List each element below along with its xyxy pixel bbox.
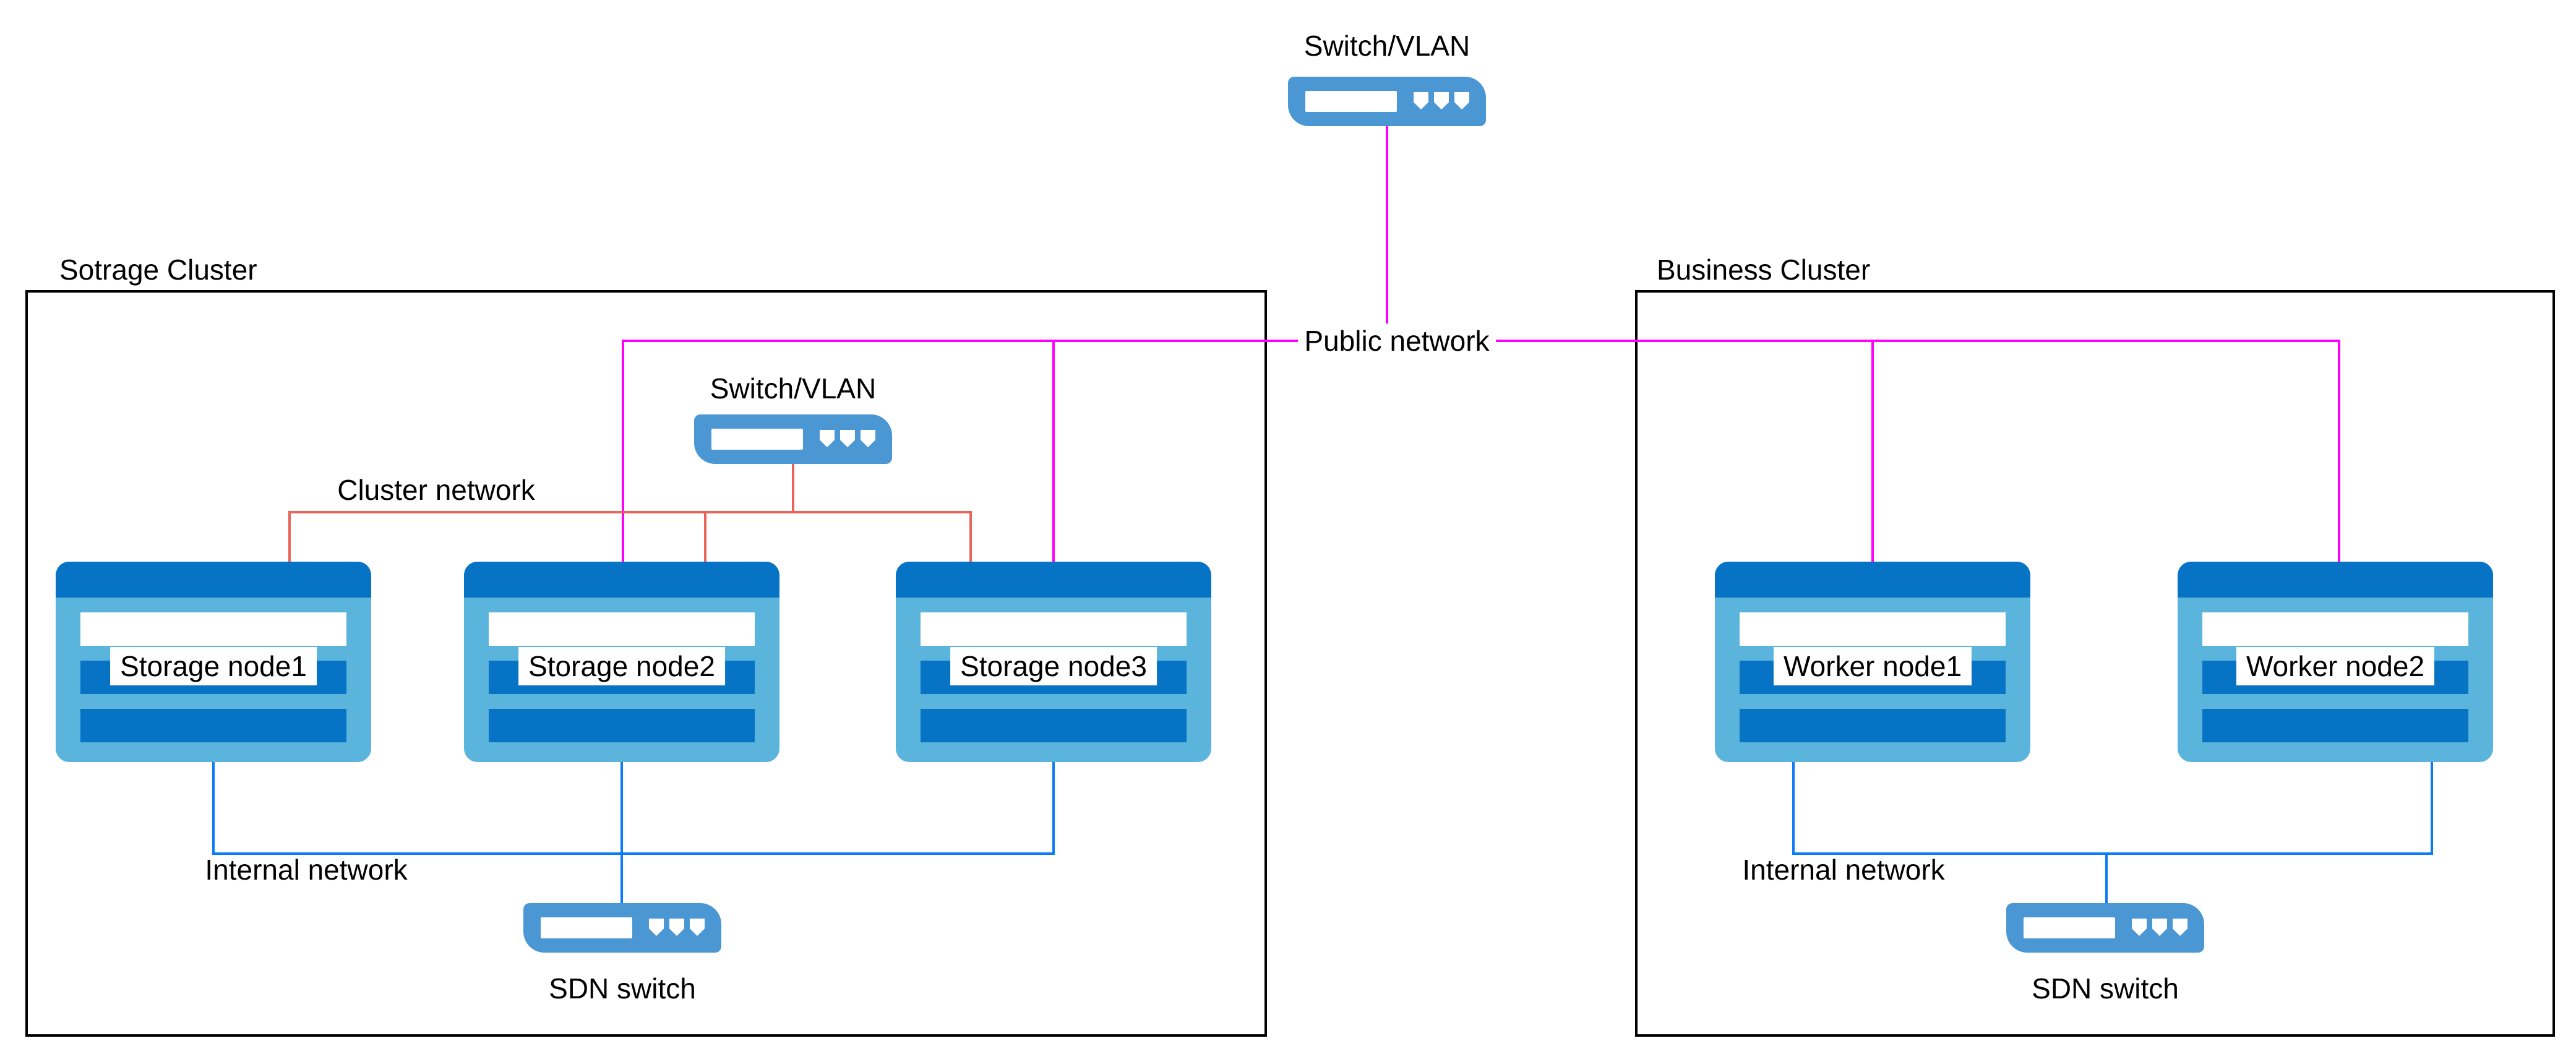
cluster-network-label: Cluster network [337, 474, 535, 506]
public-network-label: Public network [1298, 324, 1496, 358]
server-slot [1740, 612, 2006, 646]
server-slot [80, 612, 346, 646]
storage-node3: Storage node3 [896, 562, 1211, 762]
switch-port-icon [2132, 919, 2147, 936]
worker-node1-label: Worker node1 [1773, 647, 1972, 685]
public-network-line-top-drop [1386, 126, 1388, 342]
switch-port-icon [649, 919, 664, 936]
switch-port-icon [820, 430, 835, 447]
internal-network-business-drop-node1 [1792, 761, 1795, 855]
internal-network-storage-drop-node2-sdn [620, 761, 623, 904]
internal-network-storage-horizontal [212, 852, 1055, 855]
switch-screen [1305, 91, 1397, 112]
switch-port-icon [2152, 919, 2167, 936]
business-sdn-switch-label: SDN switch [2032, 972, 2179, 1005]
business-sdn-switch-icon [2006, 903, 2204, 953]
server-slot [921, 709, 1187, 742]
internal-network-storage-drop-node3 [1052, 761, 1055, 855]
top-switch-icon [1288, 77, 1486, 126]
cluster-network-drop-storage-node1 [288, 511, 291, 564]
public-network-drop-worker-node2 [2338, 340, 2340, 564]
storage-node2-label: Storage node2 [518, 647, 725, 685]
cluster-network-drop-storage-node3 [969, 511, 972, 564]
server-slot [489, 612, 755, 646]
storage-node3-label: Storage node3 [950, 647, 1157, 685]
public-network-drop-storage-node3 [1052, 340, 1055, 564]
cluster-network-line-horizontal [288, 511, 972, 513]
business-internal-network-label: Internal network [1742, 854, 1945, 886]
worker-node2: Worker node2 [2178, 562, 2493, 762]
server-slot [80, 709, 346, 742]
public-network-drop-storage-node2 [622, 340, 624, 564]
storage-internal-network-label: Internal network [205, 854, 408, 886]
storage-node2: Storage node2 [464, 562, 779, 762]
switch-port-icon [840, 430, 855, 447]
top-switch-label: Switch/VLAN [1303, 30, 1470, 62]
storage-switch-icon [694, 414, 892, 464]
switch-port-icon [1414, 92, 1428, 109]
storage-node1-label: Storage node1 [110, 647, 317, 685]
server-slot [2202, 612, 2468, 646]
storage-switch-label: Switch/VLAN [710, 372, 877, 405]
switch-port-icon [669, 919, 684, 936]
server-header [2178, 562, 2493, 598]
switch-port-icon [861, 430, 875, 447]
switch-port-icon [2173, 919, 2187, 936]
storage-sdn-switch-label: SDN switch [549, 972, 696, 1005]
switch-screen [711, 429, 803, 450]
internal-network-storage-drop-node1 [212, 761, 215, 855]
server-header [56, 562, 371, 598]
storage-sdn-switch-icon [523, 903, 721, 953]
cluster-network-riser-switch [792, 463, 794, 512]
switch-screen [2024, 917, 2115, 938]
business-cluster-title: Business Cluster [1657, 254, 1871, 286]
server-slot [489, 709, 755, 742]
storage-node1: Storage node1 [56, 562, 371, 762]
server-header [1715, 562, 2030, 598]
server-header [464, 562, 779, 598]
server-slot [2202, 709, 2468, 742]
server-slot [1740, 709, 2006, 742]
switch-port-icon [1434, 92, 1449, 109]
switch-screen [541, 917, 632, 938]
storage-cluster-box [25, 290, 1267, 1037]
switch-port-icon [1454, 92, 1469, 109]
storage-cluster-title: Sotrage Cluster [59, 254, 257, 286]
server-slot [921, 612, 1187, 646]
internal-network-business-horizontal [1792, 852, 2433, 855]
switch-port-icon [690, 919, 705, 936]
internal-network-business-riser-sdn [2105, 852, 2108, 904]
worker-node2-label: Worker node2 [2236, 647, 2435, 685]
internal-network-business-drop-node2 [2431, 761, 2433, 855]
cluster-network-drop-storage-node2 [704, 512, 706, 564]
business-cluster-box [1635, 290, 2555, 1037]
server-header [896, 562, 1211, 598]
worker-node1: Worker node1 [1715, 562, 2030, 762]
public-network-drop-worker-node1 [1871, 340, 1874, 564]
